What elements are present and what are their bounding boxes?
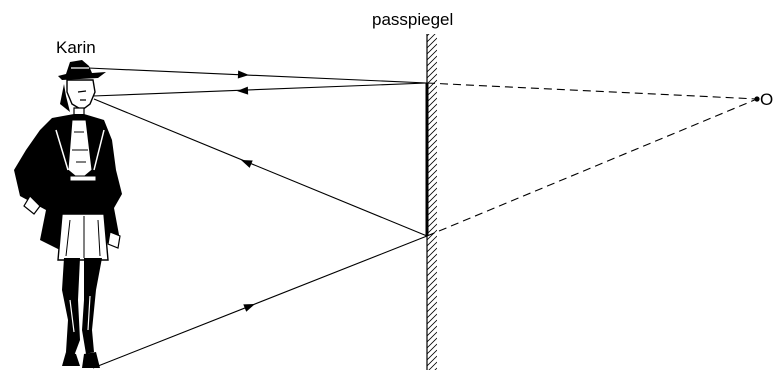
hatch-line (427, 139, 437, 151)
hatch-line (427, 91, 437, 103)
hatch-line (427, 307, 437, 319)
ray-mirror-to-face (93, 98, 428, 237)
ray-mirror-to-eye (92, 82, 428, 97)
hatch-line (427, 241, 437, 253)
hatch-line (427, 319, 437, 331)
hatch-line (427, 49, 437, 61)
hatch-line (427, 169, 437, 181)
hatch-line (427, 157, 437, 169)
hatch-line (427, 151, 437, 163)
mirror-label: passpiegel (372, 10, 454, 29)
hatch-line (427, 355, 437, 367)
hatch-line (427, 259, 437, 271)
hatch-line (427, 109, 437, 121)
point-o-label: O (760, 90, 774, 109)
arrow-ray-4 (243, 304, 255, 312)
hatch-line (427, 187, 437, 199)
karin-figure (14, 60, 122, 368)
hatch-line (427, 163, 437, 175)
hatch-line (427, 289, 437, 301)
hatch-line (427, 175, 437, 187)
hatch-line (427, 331, 437, 343)
hatch-line (427, 79, 437, 91)
hatch-line (427, 55, 437, 67)
hatch-line (427, 67, 437, 79)
hatch-line (427, 325, 437, 337)
dashed-line-top (426, 82, 758, 100)
hatch-line (427, 283, 437, 295)
dashed-line-bottom (426, 98, 758, 237)
hatch-line (427, 265, 437, 277)
hatch-line (427, 115, 437, 127)
arrow-ray-3 (241, 160, 253, 168)
hatch-line (427, 343, 437, 355)
hatch-line (427, 229, 437, 241)
hatch-line (427, 193, 437, 205)
ray-hat-to-mirror (87, 67, 428, 84)
hatch-line (427, 313, 437, 325)
hatch-line (427, 181, 437, 193)
hatch-line (427, 301, 437, 313)
hatch-line (434, 367, 437, 370)
hatch-line (427, 85, 437, 97)
ray-foot-to-mirror (92, 235, 428, 369)
hatch-line (427, 199, 437, 211)
hatch-line (427, 34, 436, 43)
hatch-line (427, 337, 437, 349)
image-point-o (754, 96, 760, 102)
hatch-line (427, 133, 437, 145)
hatch-line (427, 103, 437, 115)
hatch-line (427, 73, 437, 85)
hatch-line (427, 235, 437, 247)
hatch-line (427, 217, 437, 229)
hatch-line (427, 43, 437, 55)
hatch-line (427, 277, 437, 289)
hatch-line (427, 253, 437, 265)
hatch-line (427, 271, 437, 283)
hatch-line (427, 295, 437, 307)
hatch-line (427, 121, 437, 133)
hatch-line (427, 127, 437, 139)
hatch-line (427, 145, 437, 157)
hatch-line (427, 211, 437, 223)
hatch-line (427, 97, 437, 109)
hatch-line (427, 247, 437, 259)
arrow-ray-1 (237, 70, 249, 79)
hatch-line (427, 34, 430, 37)
hatch-line (427, 223, 437, 235)
hatch-line (428, 361, 437, 370)
arrow-ray-2 (237, 86, 249, 95)
hatch-line (427, 349, 437, 361)
hatch-line (427, 61, 437, 73)
person-label: Karin (56, 38, 96, 57)
mirror-hatching (427, 34, 437, 370)
hatch-line (427, 205, 437, 217)
hatch-line (427, 37, 437, 49)
